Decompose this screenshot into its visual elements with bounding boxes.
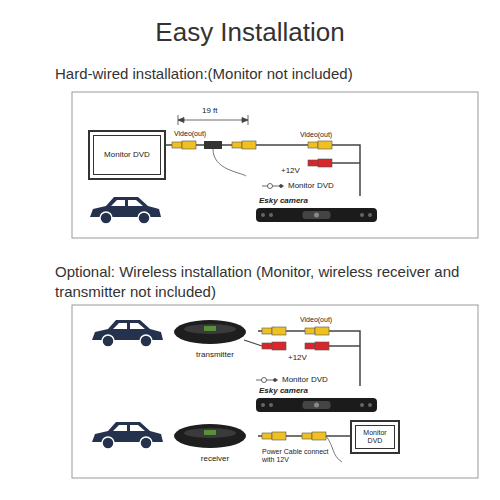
dc-plug: [256, 378, 278, 383]
wire: [244, 340, 262, 346]
cable: [213, 149, 246, 176]
wire-label: Video(out): [300, 316, 332, 324]
section-heading: Hard-wired installation:(Monitor not inc…: [55, 64, 353, 84]
module-outline: [172, 422, 248, 450]
rca-plug: [305, 342, 329, 350]
wire: [332, 162, 360, 164]
module-highlight: [184, 428, 236, 438]
title: Easy Installation: [0, 18, 500, 48]
dc-plug: [262, 184, 284, 189]
node-text: Esky camera: [255, 196, 388, 206]
wire-label: 19 ft: [202, 106, 218, 115]
monitor-box: Monitor DVD: [350, 420, 400, 454]
rca-plug: [305, 327, 329, 335]
node-text: transmitter: [172, 350, 258, 359]
car-icon: [92, 320, 163, 347]
module-body: [174, 320, 246, 344]
wire-label: +12V: [281, 166, 300, 175]
camera-lens: [314, 213, 319, 218]
license-plate-camera: Esky camera: [255, 196, 388, 224]
node-text: receiver: [172, 454, 258, 463]
monitor-box: Monitor DVD: [88, 130, 166, 180]
rca-plug: [172, 141, 196, 149]
module-body: [174, 424, 246, 448]
module-caption: transmitter: [172, 350, 258, 359]
wire-label: Power Cable connect with 12V: [262, 448, 334, 464]
wire: [329, 345, 360, 347]
plate-body: [256, 208, 377, 222]
module-led: [204, 430, 216, 435]
plate-hole: [269, 213, 273, 217]
plate-hole: [368, 403, 372, 407]
plate-hole: [360, 403, 364, 407]
rca-plug: [262, 342, 286, 350]
wire-label: Monitor DVD: [288, 181, 334, 190]
camera-lens: [314, 403, 319, 408]
rca-plug: [262, 432, 286, 440]
car-icon: [92, 422, 163, 449]
plate-body: [256, 398, 377, 412]
rca-plug: [302, 432, 326, 440]
plate-outline: [255, 397, 378, 413]
plate-hole: [261, 403, 265, 407]
screen: Monitor DVD: [93, 135, 161, 175]
node-text: Monitor DVD: [102, 151, 152, 160]
panel-frame: [72, 92, 478, 238]
plate-hole: [368, 213, 372, 217]
cable-joint: [204, 141, 222, 149]
cable: [166, 145, 360, 196]
rca-plug: [308, 159, 332, 167]
module-outline: [172, 318, 248, 346]
wire-label: Monitor DVD: [282, 375, 328, 384]
cable: [258, 331, 360, 386]
license-plate-camera: Esky camera: [255, 386, 388, 414]
wire-label: Video(out): [174, 130, 206, 138]
wireless-module: transmitter: [172, 318, 258, 366]
screen: Monitor DVD: [355, 425, 395, 449]
module-highlight: [184, 324, 236, 334]
panel-frame: [72, 305, 478, 478]
dimension-line: [178, 115, 248, 125]
rca-plug: [262, 327, 286, 335]
rca-plug: [308, 141, 332, 149]
camera-lens-bar: [303, 401, 331, 409]
plate-outline: [255, 207, 378, 223]
module-led: [204, 326, 216, 331]
camera-lens-bar: [303, 211, 331, 219]
wire-label: Video(out): [300, 131, 332, 139]
plate-hole: [269, 403, 273, 407]
plate-hole: [261, 213, 265, 217]
module-caption: receiver: [172, 454, 258, 463]
car-icon: [90, 197, 161, 224]
node-text: Monitor DVD: [356, 429, 394, 444]
rca-plug: [232, 141, 256, 149]
plate-hole: [360, 213, 364, 217]
section-heading: Optional: Wireless installation (Monitor…: [55, 262, 485, 301]
node-text: Esky camera: [255, 386, 388, 396]
wire-label: +12V: [288, 353, 307, 362]
wireless-module: receiver: [172, 422, 258, 470]
